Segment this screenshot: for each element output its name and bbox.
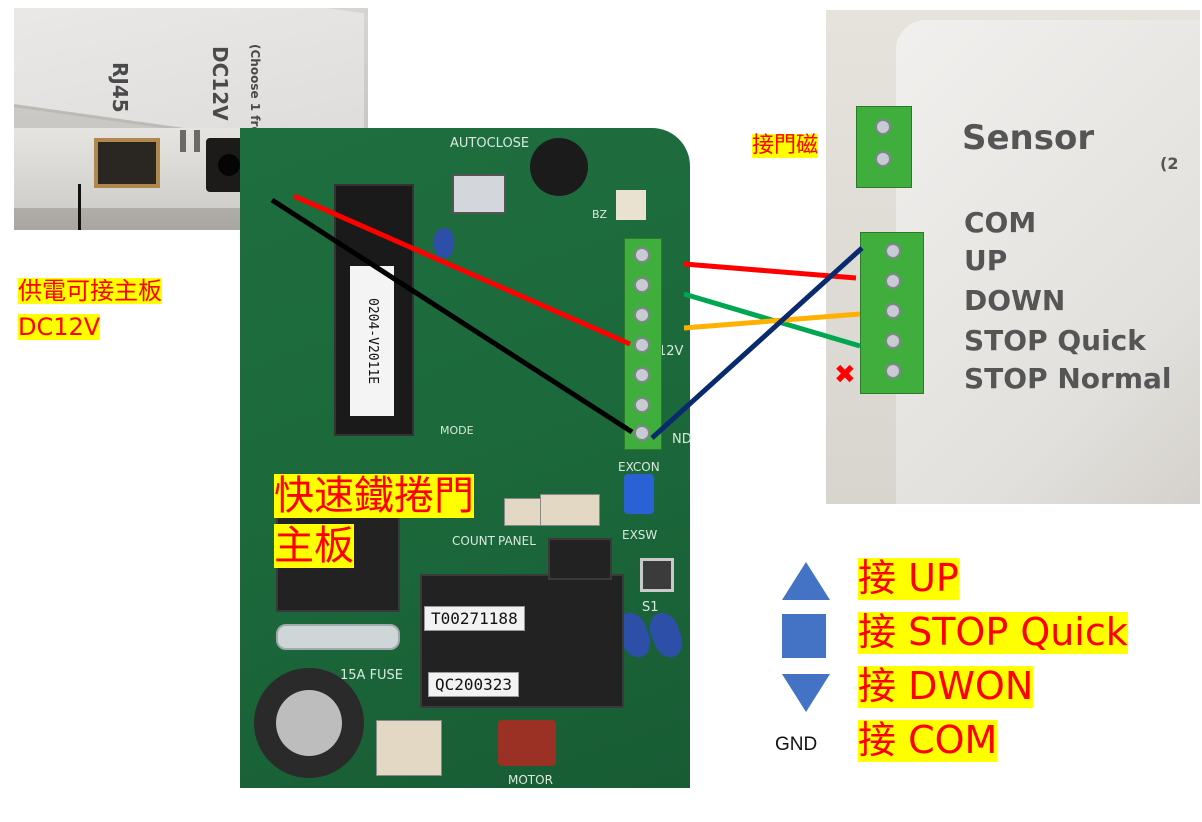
navy-wire-com (650, 246, 864, 440)
terminal-label-up: UP (964, 244, 1008, 277)
black-wire-power (270, 197, 634, 435)
buzzer (530, 138, 588, 196)
push-button (640, 558, 674, 592)
power-note-line2: DC12V (18, 313, 101, 341)
silk-autoclose: AUTOCLOSE (450, 136, 530, 151)
unused-terminal-mark: ✖ (834, 360, 856, 390)
rj45-port (94, 138, 160, 188)
legend-label-down: 接 DWON (858, 664, 1034, 708)
silk-s1: S1 (642, 600, 659, 615)
terminal-label-down: DOWN (964, 284, 1066, 317)
mainboard-terminal-block (624, 238, 662, 450)
blue-capacitor (434, 228, 454, 258)
legend-label-up: 接 UP (858, 556, 959, 600)
legend-down-triangle-icon (780, 672, 832, 718)
silk-fuse: 15A FUSE (340, 668, 404, 683)
cable (78, 184, 81, 230)
up-triangle-shape (782, 562, 830, 600)
right-device-photo: Sensor (2 COM UP DOWN STOP Quick STOP No… (826, 10, 1200, 504)
motor-connector (498, 720, 556, 766)
silk-exsw: EXSW (622, 528, 658, 542)
legend-label-stop-quick: 接 STOP Quick (858, 610, 1128, 654)
legend-square-icon (782, 614, 826, 658)
silk-bz: BZ (592, 208, 608, 221)
mainboard-title-line2: 主板 (274, 523, 354, 569)
legend-gnd-text: GND (775, 734, 818, 755)
dip-switch (452, 174, 506, 214)
silk-count: COUNT (452, 534, 495, 548)
orange-wire-down (683, 311, 861, 331)
fuse (276, 624, 400, 650)
terminal-label-com: COM (964, 206, 1037, 239)
silk-12v: 12V (658, 344, 684, 359)
sensor-note: (2 (1160, 154, 1179, 173)
main-ic: 0204-V2011E (334, 184, 414, 436)
legend-label-com: 接 COM (858, 718, 998, 762)
square-shape (782, 614, 826, 658)
mainboard-title-line1: 快速鐵捲門 (274, 473, 474, 519)
main-ic-label: 0204-V2011E (350, 266, 394, 416)
sticker-serial: T00271188 (424, 606, 525, 631)
silk-panel: PANEL (498, 534, 536, 548)
silk-mode: MODE (440, 424, 474, 437)
electrolytic-capacitor (254, 668, 364, 778)
terminal-label-stop-quick: STOP Quick (964, 324, 1146, 357)
silk-excon: EXCON (618, 460, 660, 474)
door-magnet-terminal (856, 106, 912, 188)
red-wire-up (683, 261, 857, 281)
connector-bottom (376, 720, 442, 776)
excon-connector (624, 474, 654, 514)
sensor-enclosure (896, 20, 1200, 504)
down-triangle-shape (782, 674, 830, 712)
connector-bz (616, 190, 646, 220)
terminal-label-stop-normal: STOP Normal (964, 362, 1172, 395)
red-wire-power (292, 193, 632, 347)
sticker-qc: QC200323 (428, 672, 520, 697)
mainboard-photo: AUTOCLOSE BZ EXCON EXSW COUNT PANEL MODE… (240, 128, 692, 788)
relay-small (548, 538, 612, 580)
door-magnet-label: 接門磁 (752, 133, 819, 159)
silk-motor: MOTOR (508, 773, 553, 787)
silk-gnd: ND (672, 432, 692, 447)
power-note-line1: 供電可接主板 (18, 277, 162, 305)
sensor-title: Sensor (962, 118, 1095, 158)
panel-connector (540, 494, 600, 526)
sensor-terminal-block (860, 232, 924, 394)
legend-up-triangle-icon (780, 560, 832, 606)
